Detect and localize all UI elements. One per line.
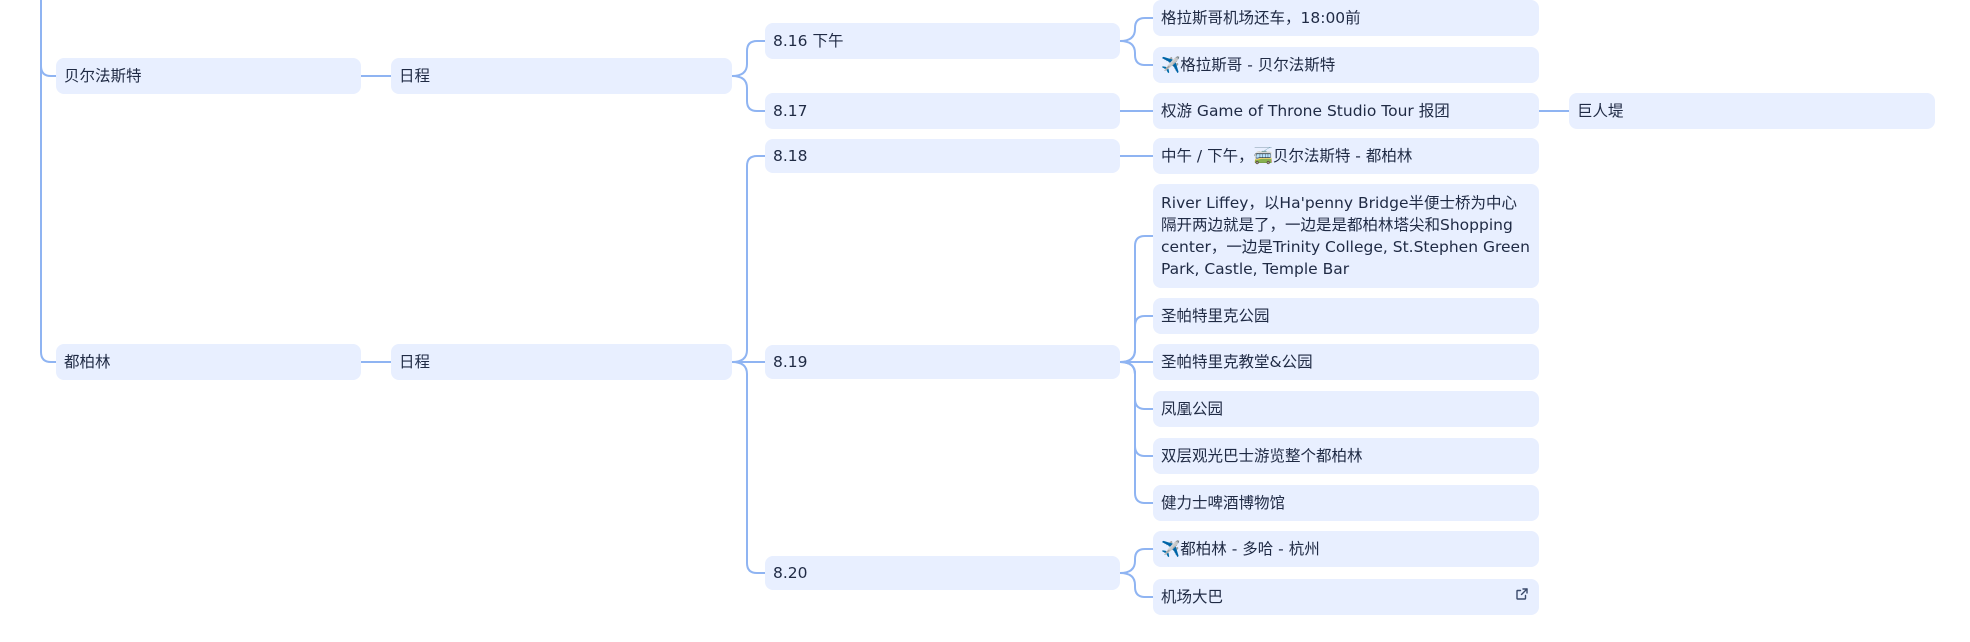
connector-816-a <box>1119 17 1154 42</box>
node-818-bus-label: 中午 / 下午，🚎贝尔法斯特 - 都柏林 <box>1161 147 1413 165</box>
node-820-airport-bus[interactable]: 机场大巴 <box>1153 579 1539 615</box>
connector-819-a <box>1119 235 1154 363</box>
node-819-river-liffey[interactable]: River Liffey，以Ha'penny Bridge半便士桥为中心隔开两边… <box>1153 184 1539 288</box>
node-date-817-label: 8.17 <box>773 102 808 120</box>
node-819-guinness-label: 健力士啤酒博物馆 <box>1161 494 1286 512</box>
node-dublin-schedule[interactable]: 日程 <box>391 344 732 380</box>
connector-819-b <box>1119 315 1154 363</box>
node-816-flight-label: ✈️格拉斯哥 - 贝尔法斯特 <box>1161 56 1336 74</box>
node-belfast-label: 贝尔法斯特 <box>64 67 142 85</box>
node-820-flight[interactable]: ✈️都柏林 - 多哈 - 杭州 <box>1153 531 1539 567</box>
connector-820-b <box>1119 572 1154 598</box>
node-820-flight-label: ✈️都柏林 - 多哈 - 杭州 <box>1161 540 1320 558</box>
node-date-819-label: 8.19 <box>773 353 808 371</box>
node-belfast-schedule[interactable]: 日程 <box>391 58 732 94</box>
connector-819-f <box>1119 361 1154 504</box>
node-date-819[interactable]: 8.19 <box>765 345 1120 379</box>
node-819-phoenix-park-label: 凤凰公园 <box>1161 400 1224 418</box>
node-819-sightseeing-bus-label: 双层观光巴士游览整个都柏林 <box>1161 447 1363 465</box>
node-819-sightseeing-bus[interactable]: 双层观光巴士游览整个都柏林 <box>1153 438 1539 474</box>
node-dublin-label: 都柏林 <box>64 353 111 371</box>
node-date-818[interactable]: 8.18 <box>765 139 1120 173</box>
node-819-cathedral[interactable]: 圣帕特里克教堂&公园 <box>1153 344 1539 380</box>
connector-root-dublin <box>40 65 57 363</box>
node-819-guinness[interactable]: 健力士啤酒博物馆 <box>1153 485 1539 521</box>
node-date-820-label: 8.20 <box>773 564 808 582</box>
connector-820-a <box>1119 548 1154 574</box>
node-816-flight[interactable]: ✈️格拉斯哥 - 贝尔法斯特 <box>1153 47 1539 83</box>
connector-schedule-820 <box>731 361 766 574</box>
connector-819-d <box>1119 361 1154 410</box>
node-816-car-return-label: 格拉斯哥机场还车，18:00前 <box>1161 9 1361 27</box>
node-date-818-label: 8.18 <box>773 147 808 165</box>
node-date-817[interactable]: 8.17 <box>765 93 1120 129</box>
node-819-river-liffey-label: River Liffey，以Ha'penny Bridge半便士桥为中心隔开两边… <box>1161 194 1530 278</box>
node-date-816[interactable]: 8.16 下午 <box>765 23 1120 59</box>
node-819-park-label: 圣帕特里克公园 <box>1161 307 1270 325</box>
node-818-bus[interactable]: 中午 / 下午，🚎贝尔法斯特 - 都柏林 <box>1153 138 1539 174</box>
node-belfast[interactable]: 贝尔法斯特 <box>56 58 361 94</box>
node-817-got-tour-label: 权游 Game of Throne Studio Tour 报团 <box>1161 102 1450 120</box>
node-820-airport-bus-label: 机场大巴 <box>1161 588 1224 606</box>
node-belfast-schedule-label: 日程 <box>399 67 431 85</box>
node-819-cathedral-label: 圣帕特里克教堂&公园 <box>1161 353 1313 371</box>
node-dublin[interactable]: 都柏林 <box>56 344 361 380</box>
node-819-phoenix-park[interactable]: 凤凰公园 <box>1153 391 1539 427</box>
node-817-got-tour[interactable]: 权游 Game of Throne Studio Tour 报团 <box>1153 93 1539 129</box>
connector-root-belfast <box>40 0 57 77</box>
node-date-820[interactable]: 8.20 <box>765 556 1120 590</box>
node-dublin-schedule-label: 日程 <box>399 353 431 371</box>
connector-schedule-818 <box>731 155 766 363</box>
node-819-park[interactable]: 圣帕特里克公园 <box>1153 298 1539 334</box>
node-date-816-label: 8.16 下午 <box>773 32 844 50</box>
node-giants-causeway-label: 巨人堤 <box>1577 102 1624 120</box>
connector-schedule-817 <box>731 75 766 112</box>
connector-schedule-816 <box>731 40 766 77</box>
external-link-icon[interactable] <box>1515 586 1529 608</box>
node-giants-causeway[interactable]: 巨人堤 <box>1569 93 1935 129</box>
node-816-car-return[interactable]: 格拉斯哥机场还车，18:00前 <box>1153 0 1539 36</box>
connector-816-b <box>1119 40 1154 66</box>
